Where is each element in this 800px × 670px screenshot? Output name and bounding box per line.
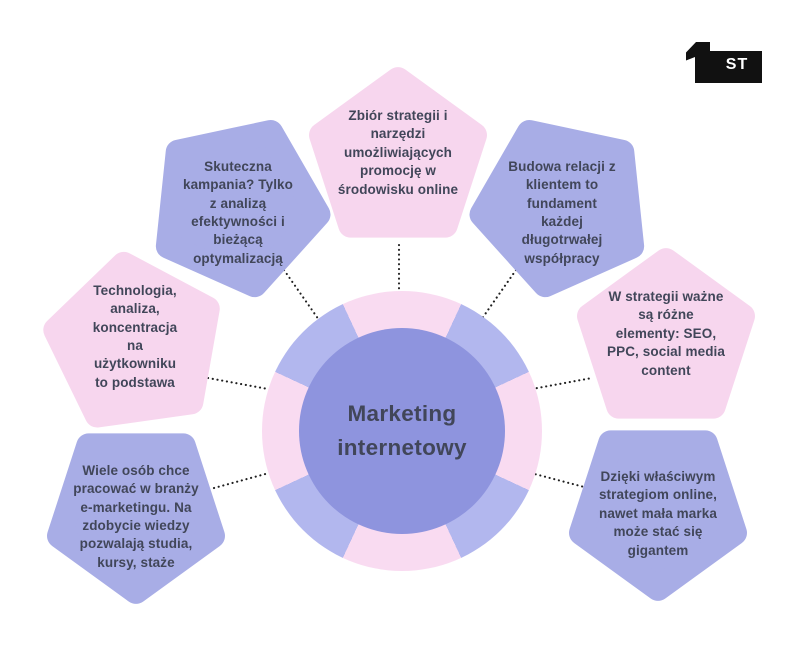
pentagon-shape-icon <box>569 430 747 601</box>
pentagon-polygon <box>309 67 487 238</box>
node-top-text: Zbiór strategii i narzędzi umożliwiający… <box>337 108 459 197</box>
pentagon-polygon <box>569 430 747 601</box>
logo-1st-icon: ST <box>686 42 762 83</box>
pentagon-polygon <box>47 433 225 604</box>
node-top-left: Skuteczna kampania? Tylko z analizą efek… <box>142 115 334 298</box>
pentagon-shape-icon <box>577 248 755 419</box>
pentagon-polygon <box>469 119 645 298</box>
node-top-right-text: Budowa relacji z klientem to fundament k… <box>508 158 616 266</box>
node-left: Technologia, analiza, koncentracja na uż… <box>39 251 231 435</box>
logo-box <box>708 51 762 83</box>
page-title: Marketing internetowy <box>337 401 467 460</box>
pentagon-shape-icon <box>309 67 487 238</box>
center-circle: Marketing internetowy <box>299 328 505 534</box>
logo-1st: ST <box>685 42 763 84</box>
pentagon-polygon <box>155 119 331 298</box>
node-right-text: W strategii ważne są różne elementy: SEO… <box>607 289 725 378</box>
pentagon-shape-icon <box>469 119 645 298</box>
center-ring: Marketing internetowy <box>262 291 542 571</box>
node-right: W strategii ważne są różne elementy: SEO… <box>570 248 762 432</box>
pentagon-shape-icon <box>155 119 331 298</box>
node-top-right: Budowa relacji z klientem to fundament k… <box>466 115 658 298</box>
pentagon-polygon <box>577 248 755 419</box>
pentagon-shape-icon <box>47 433 225 604</box>
node-bottom-right: Dzięki właściwym strategiom online, nawe… <box>562 417 754 601</box>
node-bottom-right-text: Dzięki właściwym strategiom online, nawe… <box>598 469 718 558</box>
node-top-left-text: Skuteczna kampania? Tylko z analizą efek… <box>182 158 294 266</box>
logo-numeral-one <box>686 42 710 83</box>
node-top: Zbiór strategii i narzędzi umożliwiający… <box>302 67 494 251</box>
node-left-text: Technologia, analiza, koncentracja na uż… <box>92 282 178 390</box>
node-bottom-left: Wiele osób chce pracować w branży e-mark… <box>40 420 232 604</box>
node-bottom-left-text: Wiele osób chce pracować w branży e-mark… <box>73 462 199 570</box>
logo-text: ST <box>726 56 748 73</box>
pentagon-shape-icon <box>43 251 220 428</box>
pentagon-polygon <box>43 251 220 428</box>
